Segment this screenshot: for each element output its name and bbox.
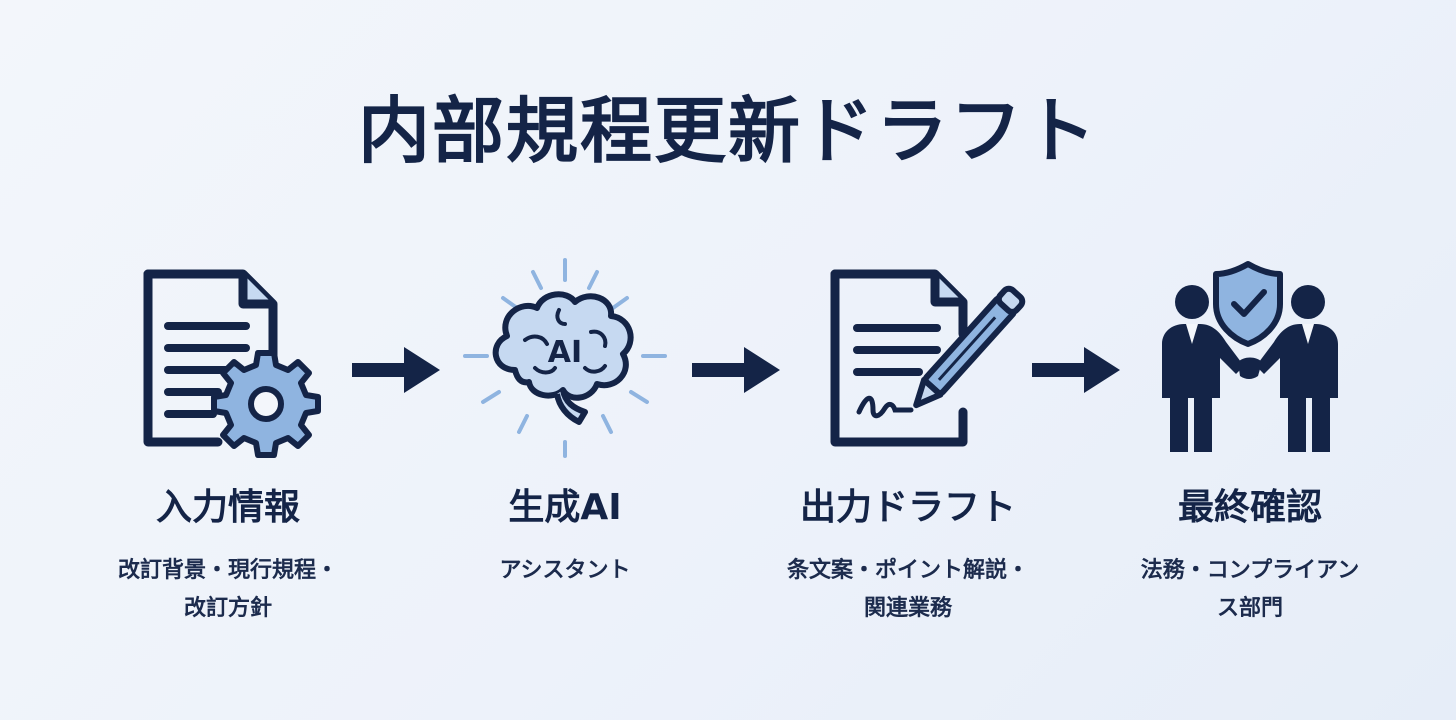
step-desc-input: 改訂背景・現行規程・ 改訂方針 <box>117 558 338 621</box>
flow-arrow-icon <box>692 343 782 397</box>
step-label-ai: 生成AI <box>508 487 622 528</box>
step-label-output: 出力ドラフト <box>799 487 1016 528</box>
step-label-final: 最終確認 <box>1177 487 1322 528</box>
ai-brain-icon: AI <box>455 250 675 470</box>
handshake-shield-icon <box>1140 250 1360 470</box>
step-desc-output: 条文案・ポイント解説・ 関連業務 <box>786 558 1029 621</box>
flow-arrow-icon <box>352 343 442 397</box>
flow-arrow-icon <box>1032 343 1122 397</box>
step-desc-final: 法務・コンプライアン ス部門 <box>1140 558 1360 621</box>
diagram-title: 内部規程更新ドラフト <box>357 89 1098 173</box>
step-label-input: 入力情報 <box>155 487 300 528</box>
document-pen-icon <box>815 262 1035 482</box>
document-gear-icon <box>118 262 338 482</box>
ai-badge-text: AI <box>548 335 582 370</box>
step-desc-ai: アシスタント <box>499 558 631 583</box>
